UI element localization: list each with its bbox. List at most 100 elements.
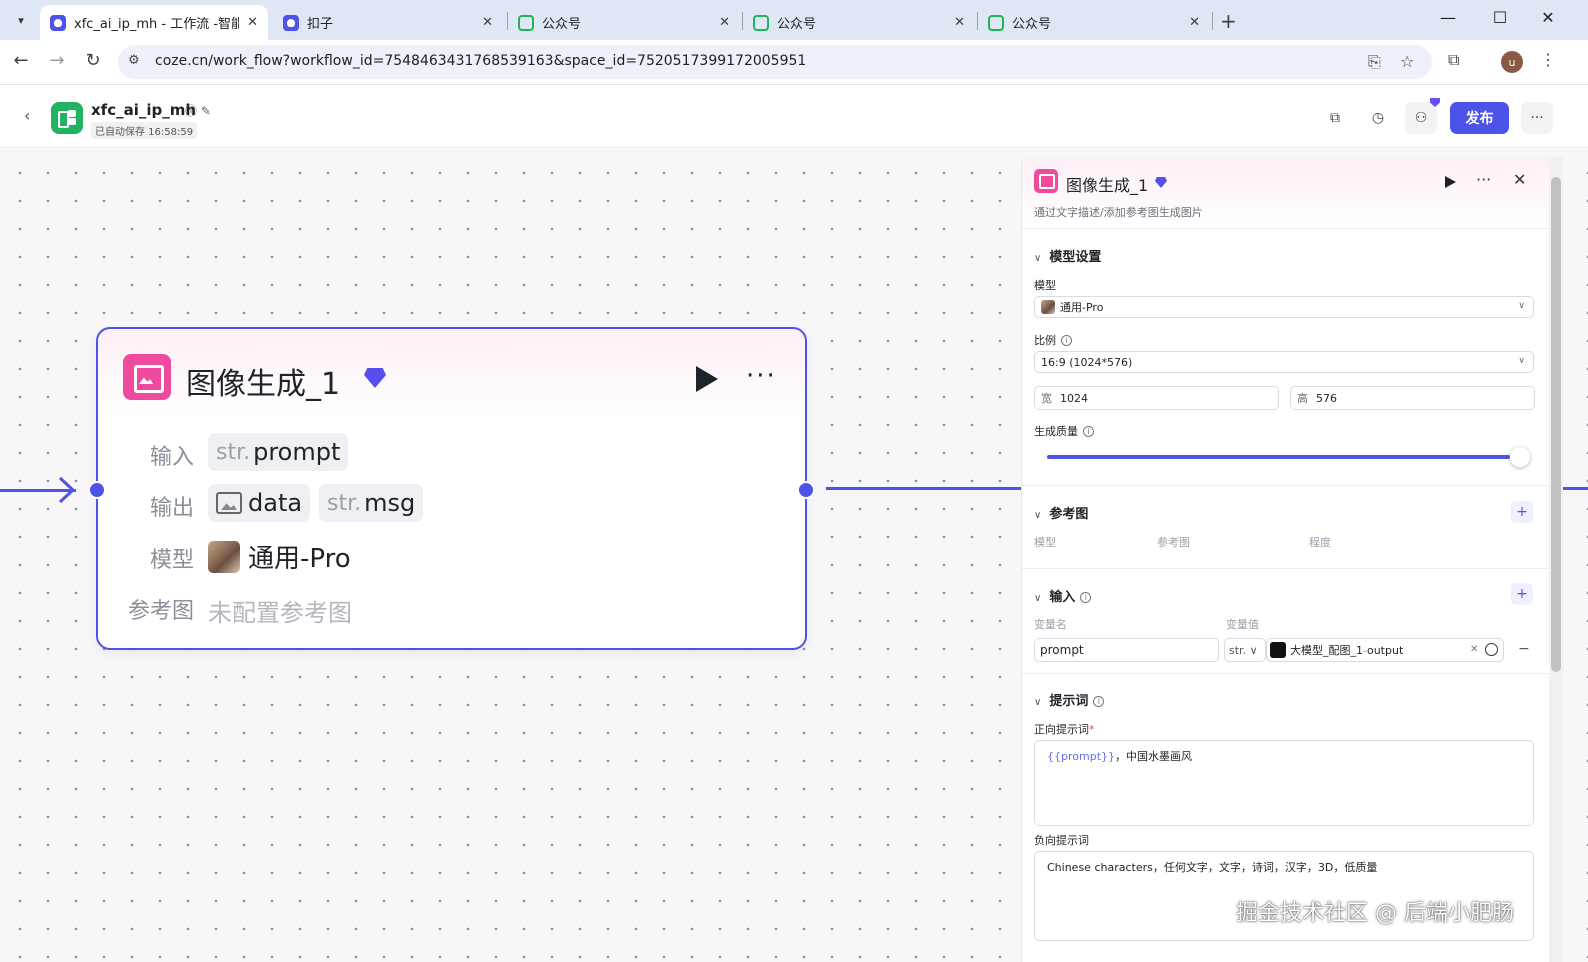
chevron-down-icon: ∨ (1034, 253, 1042, 264)
width-input[interactable]: 宽 1024 (1034, 386, 1279, 410)
more-options-icon[interactable]: ··· (1521, 102, 1553, 134)
publish-button[interactable]: 发布 (1450, 102, 1509, 134)
minimize-icon[interactable]: — (1440, 8, 1456, 27)
bookmark-star-icon[interactable]: ☆ (1400, 52, 1415, 71)
address-bar[interactable]: ⚙ coze.cn/work_flow?workflow_id=75484634… (118, 45, 1432, 79)
chevron-down-icon: ∨ (1518, 356, 1525, 366)
close-icon[interactable]: ✕ (247, 15, 258, 30)
type-label: str. (216, 439, 251, 465)
incoming-edge[interactable] (0, 489, 76, 492)
divider (1022, 673, 1549, 674)
info-icon[interactable]: ⓘ (185, 104, 198, 118)
model-select[interactable]: 通用-Pro ∨ (1034, 296, 1534, 318)
browser-menu-icon[interactable]: ⋮ (1540, 50, 1556, 69)
info-icon[interactable]: i (1093, 696, 1105, 707)
tab-separator (507, 12, 508, 30)
model-value: 通用-Pro (1060, 301, 1104, 314)
edit-icon[interactable]: ✎ (200, 104, 211, 118)
browser-tab-coze[interactable]: 扣子 ✕ (273, 5, 503, 40)
close-icon[interactable]: ✕ (1189, 15, 1200, 30)
reading-list-icon[interactable]: ⎘ (1368, 52, 1381, 71)
node-more-icon[interactable]: ··· (746, 361, 777, 391)
node-config-panel: 图像生成_1 ··· ✕ 通过文字描述/添加参考图生成图片 ∨模型设置 模型 通… (1021, 157, 1549, 962)
negative-prompt-textarea[interactable]: Chinese characters，任何文字，文字，诗词，汉字，3D，低质量 (1034, 851, 1534, 941)
ratio-label: 比例 i (1034, 332, 1072, 348)
quality-slider-handle[interactable] (1510, 447, 1530, 467)
new-tab-plus-icon[interactable]: + (1220, 9, 1237, 33)
model-settings-section[interactable]: ∨模型设置 (1034, 246, 1101, 265)
info-icon[interactable]: i (1061, 335, 1072, 346)
browser-tab-wechat-3[interactable]: 公众号 ✕ (978, 5, 1210, 40)
image-generation-node[interactable]: 图像生成_1 ··· 输入 str. prompt 输出 data str. m… (96, 327, 807, 650)
more-icon[interactable]: ··· (1476, 170, 1492, 189)
positive-prompt-textarea[interactable]: {{prompt}}，中国水墨画风 (1034, 740, 1534, 826)
panel-scrollbar[interactable] (1549, 157, 1563, 962)
wechat-icon (988, 14, 1004, 31)
workflow-name-actions: ⓘ ✎ (185, 102, 211, 119)
node-output-label: 输出 (149, 496, 194, 521)
var-value-reference[interactable]: 大模型_配图_1 - output ✕ (1266, 638, 1504, 662)
output-name: msg (364, 489, 416, 517)
var-type-select[interactable]: str. ∨ (1224, 638, 1266, 662)
input-port[interactable] (88, 481, 106, 499)
target-icon[interactable] (1485, 643, 1498, 656)
clear-icon[interactable]: ✕ (1470, 644, 1479, 655)
divider (1022, 568, 1549, 569)
output-port[interactable] (797, 481, 815, 499)
remove-input-button[interactable]: − (1518, 641, 1530, 657)
browser-tab-workflow[interactable]: xfc_ai_ip_mh - 工作流 -智能体 ✕ (40, 5, 268, 40)
var-name-input[interactable]: prompt (1034, 638, 1219, 662)
maximize-icon[interactable]: ☐ (1492, 8, 1508, 27)
panel-title: 图像生成_1 (1066, 176, 1149, 195)
workflow-header: ‹ xfc_ai_ip_mh ⓘ ✎ 已自动保存 16:58:59 ⧉ ◷ ⚇ … (0, 86, 1588, 148)
model-label: 模型 (1034, 279, 1056, 292)
close-icon[interactable]: ✕ (719, 15, 730, 30)
history-clock-icon[interactable]: ◷ (1371, 110, 1385, 126)
node-model-label: 模型 (149, 548, 194, 573)
scrollbar-thumb[interactable] (1551, 177, 1561, 672)
ref-field: output (1366, 643, 1404, 657)
ratio-select[interactable]: 16:9 (1024*576) ∨ (1034, 351, 1534, 373)
back-arrow-icon[interactable]: ← (13, 50, 29, 71)
extensions-puzzle-icon[interactable]: ⧉ (1448, 50, 1460, 69)
close-icon[interactable]: ✕ (954, 15, 965, 30)
quality-slider-track[interactable] (1047, 455, 1510, 459)
window-close-icon[interactable]: ✕ (1541, 8, 1555, 27)
site-settings-icon[interactable]: ⚙ (128, 53, 140, 68)
coze-icon (50, 14, 66, 31)
play-icon[interactable] (1445, 176, 1456, 188)
ratio-label-text: 比例 (1034, 334, 1056, 347)
add-input-button[interactable]: + (1511, 583, 1533, 605)
tab-search-button[interactable]: ▾ (18, 13, 24, 27)
tab-separator (1212, 12, 1213, 30)
info-icon[interactable]: i (1080, 592, 1092, 603)
copy-icon[interactable]: ⧉ (1330, 110, 1340, 126)
width-value: 1024 (1060, 391, 1088, 405)
forward-arrow-icon[interactable]: → (49, 50, 65, 71)
collaborators-button[interactable]: ⚇ (1405, 98, 1440, 134)
profile-avatar[interactable]: u (1501, 51, 1523, 73)
browser-tab-wechat-1[interactable]: 公众号 ✕ (508, 5, 740, 40)
node-model-value: 通用-Pro (208, 538, 351, 575)
reference-section[interactable]: ∨参考图 (1034, 503, 1088, 522)
tab-separator (742, 12, 743, 30)
info-icon[interactable]: i (1083, 426, 1094, 437)
section-title: 输入 (1049, 590, 1076, 605)
close-icon[interactable]: ✕ (482, 15, 493, 30)
reload-icon[interactable]: ↻ (85, 50, 101, 71)
section-title: 参考图 (1049, 507, 1089, 522)
workflow-name: xfc_ai_ip_mh (91, 101, 197, 119)
required-mark: * (1089, 723, 1095, 736)
height-input[interactable]: 高 576 (1290, 386, 1535, 410)
positive-label: 正向提示词* (1034, 721, 1095, 737)
close-icon[interactable]: ✕ (1513, 170, 1527, 189)
chevron-left-icon[interactable]: ‹ (24, 106, 31, 125)
browser-tab-wechat-2[interactable]: 公众号 ✕ (743, 5, 975, 40)
node-input-label: 输入 (149, 445, 194, 470)
play-icon[interactable] (696, 366, 718, 392)
ref-sep: - (1363, 643, 1367, 657)
coze-icon (283, 14, 299, 31)
add-reference-button[interactable]: + (1511, 501, 1533, 523)
